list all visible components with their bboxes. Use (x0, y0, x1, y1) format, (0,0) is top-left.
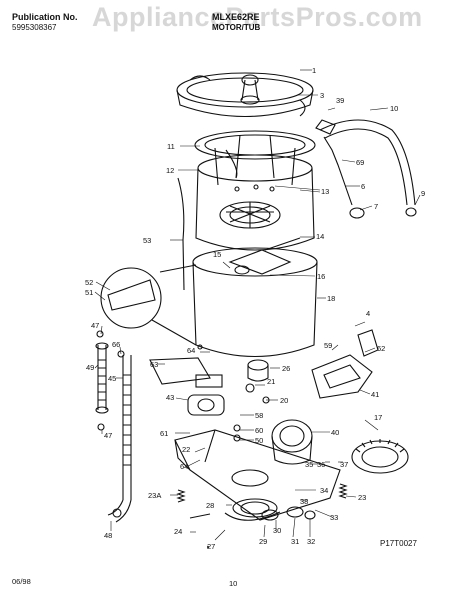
model-number: MLXE62RE (212, 12, 260, 22)
part-callout-48: 48 (104, 531, 112, 540)
footer-date: 06/98 (12, 577, 31, 586)
fastener-64 (197, 344, 203, 350)
cover-drawing (311, 329, 379, 399)
part-callout-28: 28 (206, 501, 214, 510)
part-callout-27: 27 (207, 542, 215, 551)
dot-27 (206, 545, 210, 549)
base-plate-drawing (174, 429, 341, 521)
part-callout-17: 17 (374, 413, 382, 422)
part-callout-6: 6 (361, 182, 365, 191)
part-callout-47: 47 (91, 321, 99, 330)
fastener-47-upper (96, 330, 104, 338)
gear-ring-drawing (351, 439, 409, 474)
hose-14-drawing (264, 237, 301, 251)
footer-page: 10 (229, 579, 238, 588)
part-callout-59: 59 (324, 341, 332, 350)
part-callout-38: 38 (300, 497, 308, 506)
part-callout-20: 20 (280, 396, 288, 405)
part-callout-50: 50 (255, 436, 263, 445)
part-callout-1: 1 (312, 66, 316, 75)
part-callout-10: 10 (390, 104, 398, 113)
part-callout-40: 40 (331, 428, 339, 437)
part-callout-15: 15 (213, 250, 221, 259)
part-callout-3: 3 (320, 91, 324, 100)
stand-pipe-drawing (95, 342, 132, 523)
publication-number: 5995308367 (12, 23, 57, 32)
part-callout-33: 33 (330, 513, 338, 522)
outer-tub-drawing (192, 247, 318, 358)
part-callout-4: 4 (366, 309, 370, 318)
springs-drawing (176, 483, 348, 519)
pump-drawing (187, 374, 225, 416)
part-callout-63: 63 (150, 360, 158, 369)
watermark: AppliancePartsPros.com (92, 2, 423, 32)
part-callout-11: 11 (167, 142, 175, 151)
suspension-rod-drawing (177, 177, 185, 291)
part-callout-7: 7 (374, 202, 378, 211)
part-callout-26: 26 (282, 364, 290, 373)
part-callout-18: 18 (327, 294, 335, 303)
part-callout-49: 49 (86, 363, 94, 372)
leader-lines (94, 69, 421, 541)
part-callout-35: 35 (305, 460, 313, 469)
part-callout-30: 30 (273, 526, 281, 535)
part-callout-34: 34 (320, 486, 328, 495)
hose-end-48 (112, 508, 122, 518)
part-callout-37: 37 (340, 460, 348, 469)
part-callout-52: 52 (85, 278, 93, 287)
publication-label: Publication No. (12, 12, 78, 22)
section-title: MOTOR/TUB (212, 23, 261, 32)
part-callout-36: 36 (317, 460, 325, 469)
spin-tub-rim-drawing (194, 130, 316, 186)
part-callout-43: 43 (166, 393, 174, 402)
part-callout-51: 51 (85, 288, 93, 297)
part-callout-62: 62 (377, 344, 385, 353)
part-callout-41: 41 (371, 390, 379, 399)
part-callout-23A: 23A (148, 491, 161, 500)
part-callout-47: 47 (104, 431, 112, 440)
part-callout-64: 64 (187, 346, 195, 355)
part-callout-61: 61 (160, 429, 168, 438)
part-callout-32: 32 (307, 537, 315, 546)
part-callout-12: 12 (166, 166, 174, 175)
part-callout-16: 16 (317, 272, 325, 281)
motor-drawing (271, 419, 313, 465)
part-callout-29: 29 (259, 537, 267, 546)
coupling-drawing (245, 359, 270, 404)
part-callout-9: 9 (421, 189, 425, 198)
part-callout-64: 64 (180, 462, 188, 471)
fastener-50 (233, 434, 241, 442)
part-callout-60: 60 (255, 426, 263, 435)
part-callout-58: 58 (255, 411, 263, 420)
detail-magnifier-drawing (100, 264, 197, 346)
fastener-66 (117, 350, 125, 358)
part-callout-31: 31 (291, 537, 299, 546)
fastener-60 (233, 424, 241, 432)
drawing-id: P17T0027 (380, 539, 417, 548)
part-callout-14: 14 (316, 232, 324, 241)
part-callout-45: 45 (108, 374, 116, 383)
drain-hose-drawing (315, 119, 417, 219)
part-callout-24: 24 (174, 527, 182, 536)
part-callout-69: 69 (356, 158, 364, 167)
spin-basket-drawing (195, 154, 315, 251)
part-callout-66: 66 (112, 340, 120, 349)
balance-ring-drawing (176, 72, 314, 118)
part-callout-23: 23 (358, 493, 366, 502)
part-callout-53: 53 (143, 236, 151, 245)
part-callout-13: 13 (321, 187, 329, 196)
fastener-47-lower (97, 423, 105, 431)
part-callout-22: 22 (182, 445, 190, 454)
part-callout-39: 39 (336, 96, 344, 105)
mount-bracket-drawing (149, 357, 211, 385)
part-callout-21: 21 (267, 377, 275, 386)
